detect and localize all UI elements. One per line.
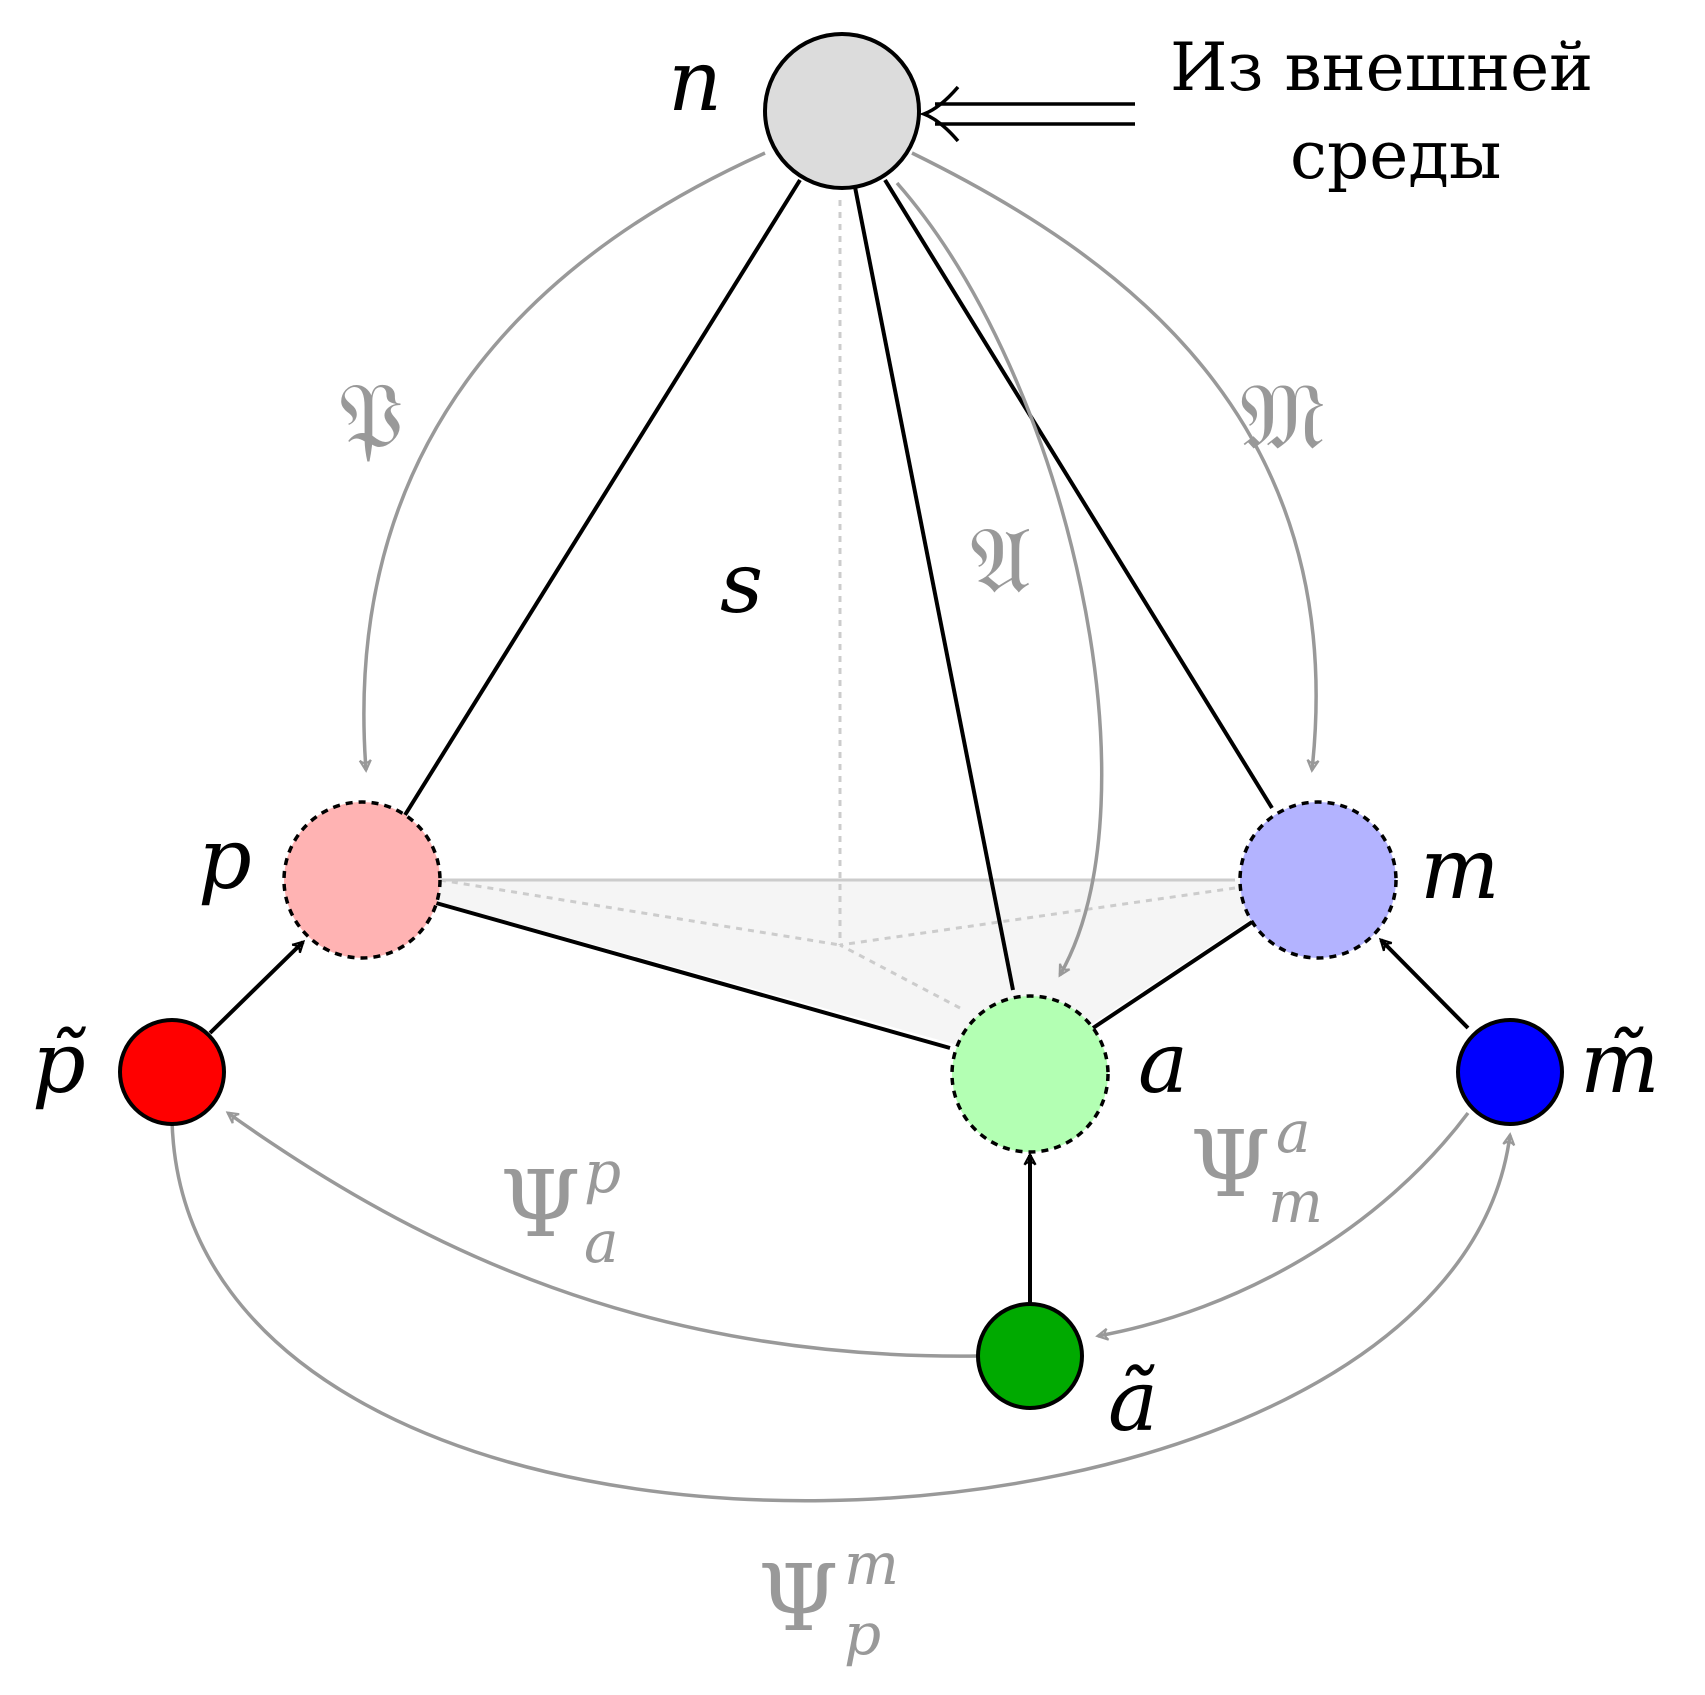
node-m-tilde — [1456, 1018, 1564, 1126]
arrow-map-M — [911, 151, 1316, 770]
label-psi-a-p: Ψ p a — [500, 1138, 621, 1276]
arrow-m-tilde-to-m — [1381, 940, 1470, 1030]
label-psi-m-a: Ψ a m — [1190, 1098, 1323, 1236]
map-arrows — [364, 151, 1316, 975]
edge-n-p — [403, 178, 802, 817]
svg-text:m: m — [1268, 1168, 1323, 1236]
label-center-s: s — [720, 534, 763, 632]
svg-text:p: p — [844, 1600, 881, 1668]
node-a — [950, 994, 1110, 1154]
label-psi-p-m: Ψ m p — [758, 1530, 899, 1668]
label-map-M: 𝔐 — [1240, 363, 1325, 470]
svg-text:a: a — [584, 1208, 619, 1276]
svg-text:p: p — [584, 1138, 621, 1206]
node-p — [282, 800, 442, 960]
node-n — [763, 32, 921, 190]
hidden-edge-a-s — [839, 943, 961, 1010]
node-m — [1238, 800, 1398, 960]
label-n: n — [668, 32, 722, 130]
label-map-A: 𝔄 — [970, 507, 1031, 614]
arrow-psi-p-m — [170, 1119, 1510, 1503]
hidden-edges — [439, 200, 1236, 1010]
edge-n-a — [853, 186, 1015, 991]
input-arrows — [208, 940, 1470, 1304]
svg-text:Ψ: Ψ — [1190, 1111, 1271, 1218]
external-input-arrow — [919, 85, 1135, 143]
edge-n-m — [883, 178, 1274, 810]
svg-text:Ψ: Ψ — [500, 1151, 581, 1258]
label-m-tilde: m̃ — [1580, 1014, 1660, 1112]
edge-m-a — [1091, 920, 1254, 1030]
pyramid-edges — [403, 178, 1274, 1050]
label-p: p — [198, 810, 252, 908]
label-p-tilde: p̃ — [32, 1014, 86, 1112]
label-m: m — [1420, 820, 1500, 918]
arrow-p-tilde-to-p — [208, 942, 303, 1035]
hidden-edge-p-s — [439, 878, 841, 947]
arrow-psi-a-p — [228, 1113, 979, 1358]
node-p-tilde — [118, 1018, 226, 1126]
label-a: a — [1138, 1014, 1188, 1112]
arrow-map-P — [364, 151, 766, 770]
node-a-tilde — [976, 1302, 1084, 1410]
svg-text:a: a — [1276, 1098, 1311, 1166]
arrow-map-A — [895, 181, 1104, 975]
transition-arrows — [170, 1111, 1510, 1503]
edge-p-a — [435, 901, 951, 1050]
external-label-line1: Из внешней — [1170, 29, 1593, 106]
label-a-tilde: ã — [1108, 1352, 1158, 1450]
label-map-P: 𝔓 — [338, 363, 404, 470]
svg-text:m: m — [844, 1530, 899, 1598]
svg-text:Ψ: Ψ — [758, 1545, 839, 1652]
arrow-psi-m-a — [1098, 1111, 1470, 1336]
external-label-line2: среды — [1290, 117, 1501, 194]
